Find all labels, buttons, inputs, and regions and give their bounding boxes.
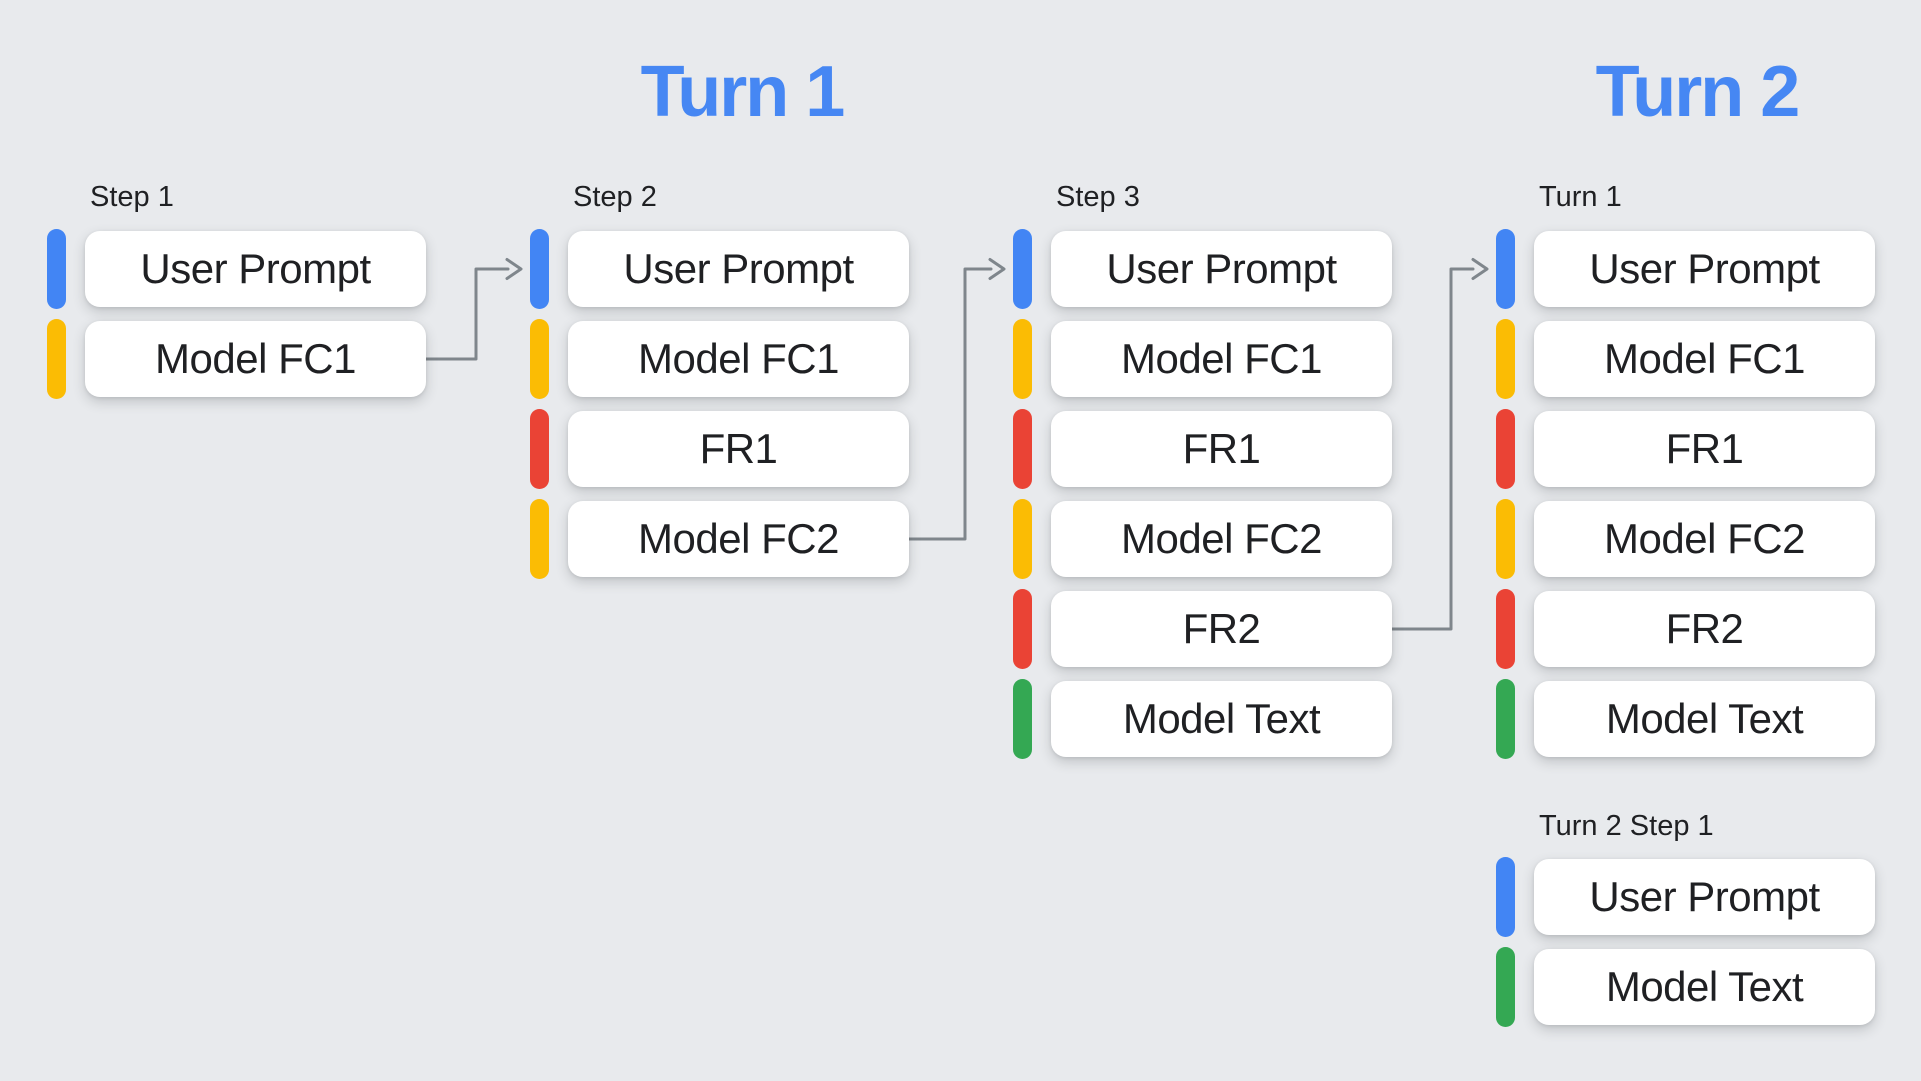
- model-text-color-bar: [1496, 947, 1515, 1027]
- card-step-2-fr1: FR1: [568, 411, 909, 487]
- model-fc-color-bar: [47, 319, 66, 399]
- group-label-turn-1-context: Turn 1: [1539, 181, 1622, 213]
- user-color-bar: [1013, 229, 1032, 309]
- user-color-bar: [530, 229, 549, 309]
- arrow-step3-to-turn1-arrowhead-icon: [1471, 258, 1489, 280]
- function-response-color-bar: [530, 409, 549, 489]
- model-text-color-bar: [1013, 679, 1032, 759]
- card-step-3-user-prompt: User Prompt: [1051, 231, 1392, 307]
- card-step-2-user-prompt: User Prompt: [568, 231, 909, 307]
- arrow-step3-to-turn1: [1390, 267, 1475, 631]
- card-turn-1-context-model-fc2: Model FC2: [1534, 501, 1875, 577]
- card-step-3-model-fc1: Model FC1: [1051, 321, 1392, 397]
- card-turn-1-context-fr1: FR1: [1534, 411, 1875, 487]
- card-step-3-fr2: FR2: [1051, 591, 1392, 667]
- card-turn-2-step-1-user-prompt: User Prompt: [1534, 859, 1875, 935]
- function-response-color-bar: [1496, 409, 1515, 489]
- function-response-color-bar: [1013, 409, 1032, 489]
- arrow-step2-to-step3: [907, 267, 993, 541]
- user-color-bar: [1496, 857, 1515, 937]
- card-turn-1-context-model-text: Model Text: [1534, 681, 1875, 757]
- group-label-step-3: Step 3: [1056, 181, 1140, 213]
- card-step-3-fr1: FR1: [1051, 411, 1392, 487]
- model-fc-color-bar: [1013, 319, 1032, 399]
- user-color-bar: [47, 229, 66, 309]
- arrow-step1-to-step2: [424, 267, 510, 361]
- card-turn-2-step-1-model-text: Model Text: [1534, 949, 1875, 1025]
- card-step-2-model-fc2: Model FC2: [568, 501, 909, 577]
- group-label-step-2: Step 2: [573, 181, 657, 213]
- card-step-2-model-fc1: Model FC1: [568, 321, 909, 397]
- heading-turn-2: Turn 2: [1595, 52, 1801, 132]
- card-turn-1-context-fr2: FR2: [1534, 591, 1875, 667]
- user-color-bar: [1496, 229, 1515, 309]
- card-step-3-model-text: Model Text: [1051, 681, 1392, 757]
- card-turn-1-context-user-prompt: User Prompt: [1534, 231, 1875, 307]
- model-fc-color-bar: [1013, 499, 1032, 579]
- model-fc-color-bar: [1496, 319, 1515, 399]
- arrow-step2-to-step3-arrowhead-icon: [988, 258, 1006, 280]
- card-step-1-user-prompt: User Prompt: [85, 231, 426, 307]
- function-response-color-bar: [1496, 589, 1515, 669]
- model-fc-color-bar: [530, 319, 549, 399]
- function-response-color-bar: [1013, 589, 1032, 669]
- model-fc-color-bar: [1496, 499, 1515, 579]
- model-text-color-bar: [1496, 679, 1515, 759]
- group-label-step-1: Step 1: [90, 181, 174, 213]
- heading-turn-1: Turn 1: [640, 52, 846, 132]
- arrow-step1-to-step2-arrowhead-icon: [505, 258, 523, 280]
- card-turn-1-context-model-fc1: Model FC1: [1534, 321, 1875, 397]
- group-label-turn-2-step-1: Turn 2 Step 1: [1539, 810, 1714, 842]
- card-step-3-model-fc2: Model FC2: [1051, 501, 1392, 577]
- model-fc-color-bar: [530, 499, 549, 579]
- card-step-1-model-fc1: Model FC1: [85, 321, 426, 397]
